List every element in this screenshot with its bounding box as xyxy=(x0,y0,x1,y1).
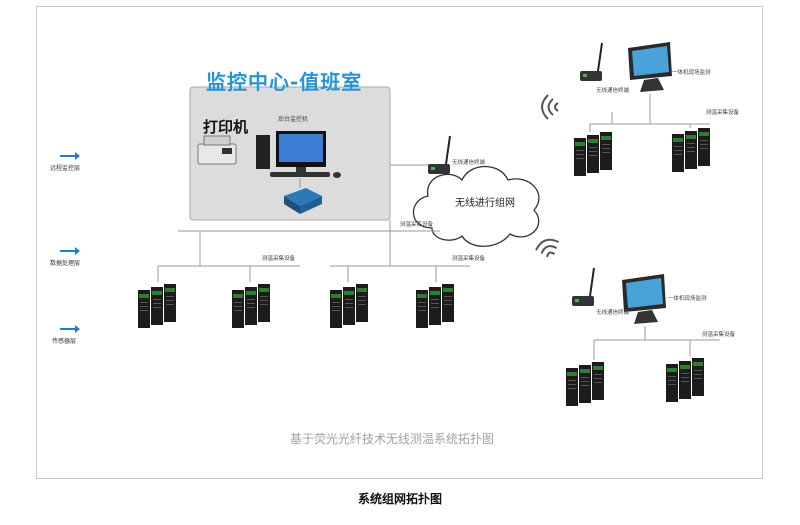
site2-rack-2 xyxy=(666,358,704,402)
site2-signal-icon xyxy=(532,235,564,261)
site1-gateway-label: 无线通信终端 xyxy=(596,88,630,94)
printer-icon xyxy=(197,135,237,165)
collector-label-1: 测温采集设备 xyxy=(400,222,434,228)
control-center-title: 监控中心-值班室 xyxy=(206,70,363,94)
cloud-label: 无线进行组网 xyxy=(455,198,515,209)
figure-caption: 系统组网拓扑图 xyxy=(357,492,442,506)
site2-router-icon xyxy=(571,267,595,307)
site1-rack-2 xyxy=(672,128,710,172)
data-layer-label: 数据处理层 xyxy=(50,260,81,267)
computer-icon xyxy=(256,131,341,178)
remote-layer-arrow-icon xyxy=(60,152,80,160)
site2-collector-label: 测温采集设备 xyxy=(702,332,736,338)
sensor-layer-arrow-icon xyxy=(60,325,80,333)
collector-rack-1 xyxy=(138,284,176,328)
printer-label: 打印机 xyxy=(203,118,249,136)
gateway-router-icon xyxy=(427,135,451,175)
sensor-layer-label: 传感器层 xyxy=(52,338,77,345)
wireless-cloud xyxy=(412,166,540,247)
site1-rack-1 xyxy=(574,132,612,176)
site1-collector-label: 测温采集设备 xyxy=(706,110,740,116)
collector-label-2: 测温采集设备 xyxy=(262,256,296,262)
remote-layer-label: 远程监控层 xyxy=(50,165,81,172)
site2-panel-label: 一体机现场监测 xyxy=(668,296,707,302)
site2-gateway-label: 无线通信终端 xyxy=(596,310,630,316)
collector-rack-2 xyxy=(232,284,270,328)
site1-signal-icon xyxy=(541,94,559,120)
backend-monitor-label: 后台监控机 xyxy=(278,116,309,123)
site1-router-icon xyxy=(579,42,603,82)
site1-panel-icon xyxy=(628,42,672,92)
site1-panel-label: 一体机现场监测 xyxy=(672,70,711,76)
converter-icon xyxy=(284,188,322,214)
gateway-label: 无线通信终端 xyxy=(452,160,486,166)
site2-rack-1 xyxy=(566,362,604,406)
collector-rack-3 xyxy=(330,284,368,328)
collector-label-3: 测温采集设备 xyxy=(452,256,486,262)
diagram-bottom-title: 基于荧光光纤技术无线测温系统拓扑图 xyxy=(290,432,495,446)
collector-rack-4 xyxy=(416,284,454,328)
data-layer-arrow-icon xyxy=(60,247,80,255)
diagram-frame xyxy=(36,6,763,479)
